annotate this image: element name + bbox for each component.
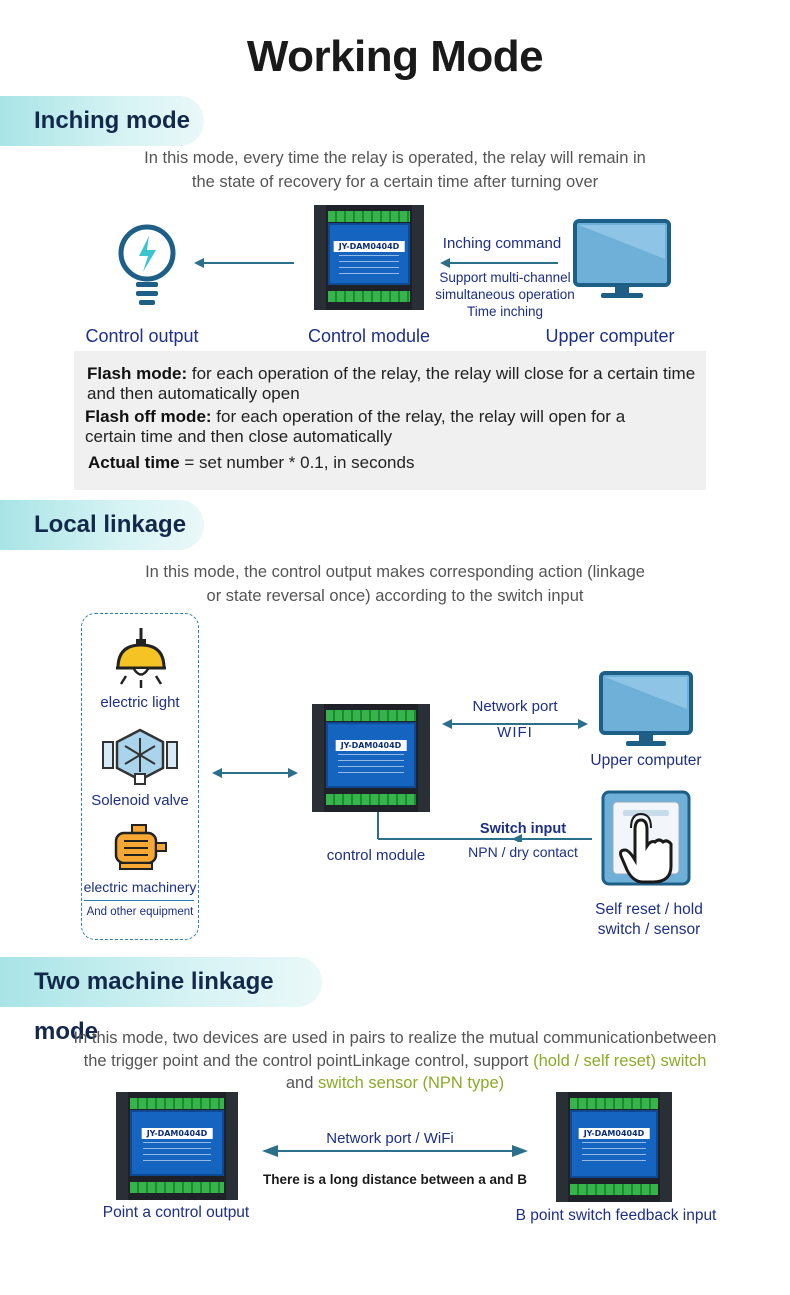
flash-off-text: for each operation of the relay, the rel… xyxy=(211,407,626,426)
control-module-label: control module xyxy=(326,847,426,864)
relay-module-image: JY-DAM0404D xyxy=(312,704,430,812)
flash-off-title: Flash off mode: xyxy=(85,407,212,426)
point-b-label: B point switch feedback input xyxy=(515,1207,717,1224)
local-linkage-heading: Local linkage xyxy=(0,500,204,550)
relay-module-a-image: JY-DAM0404D xyxy=(116,1092,238,1200)
module-model-tag: JY-DAM0404D xyxy=(141,1128,213,1139)
two-machine-description: In this mode, two devices are used in pa… xyxy=(73,1029,717,1092)
wifi-label: WIFI xyxy=(497,724,533,741)
electric-motor-icon xyxy=(114,824,167,870)
upper-computer-label: Upper computer xyxy=(590,752,702,769)
network-arrow xyxy=(442,719,588,729)
bidirectional-arrow xyxy=(212,768,298,778)
support-text: Support multi-channel simultaneous opera… xyxy=(435,270,575,319)
relay-module-image: JY-DAM0404D xyxy=(314,205,424,310)
network-wifi-label: Network port / WiFi xyxy=(326,1130,454,1147)
flash-mode-text2: and then automatically open xyxy=(87,384,300,403)
ceiling-lamp-icon xyxy=(116,628,166,688)
devices-group xyxy=(81,613,199,940)
device-solenoid-valve: Solenoid valve xyxy=(91,792,189,809)
lightbulb-icon xyxy=(118,224,176,305)
inching-info-box: Flash mode: for each operation of the re… xyxy=(74,351,706,490)
control-module-label: Control module xyxy=(307,326,431,346)
page-title: Working Mode xyxy=(246,32,544,81)
output-arrow xyxy=(194,258,294,268)
switch-input-label: Switch input xyxy=(479,821,567,837)
point-a-label: Point a control output xyxy=(102,1204,250,1221)
actual-time-title: Actual time xyxy=(88,453,180,472)
upper-computer-label: Upper computer xyxy=(545,326,675,346)
distance-note: There is a long distance between a and B xyxy=(262,1172,528,1187)
switch-input-arrow xyxy=(377,812,592,842)
device-electric-light: electric light xyxy=(100,694,180,711)
control-output-label: Control output xyxy=(85,326,199,346)
relay-module-b-image: JY-DAM0404D xyxy=(556,1092,672,1202)
command-arrow xyxy=(440,258,558,268)
inching-description: In this mode, every time the relay is op… xyxy=(144,149,646,191)
touch-switch-icon xyxy=(601,790,691,886)
flash-off-text2: certain time and then close automaticall… xyxy=(85,427,393,446)
monitor-icon xyxy=(599,671,693,746)
local-description: In this mode, the control output makes c… xyxy=(145,563,645,605)
switch-sensor-label: Self reset / hold switch / sensor xyxy=(595,901,703,938)
flash-mode-title: Flash mode: xyxy=(87,364,188,383)
monitor-icon xyxy=(573,219,671,298)
inching-command-label: Inching command xyxy=(442,235,562,252)
device-other-equipment: And other equipment xyxy=(86,906,194,918)
network-wifi-arrow xyxy=(262,1145,528,1157)
solenoid-valve-icon xyxy=(102,728,178,785)
npn-dry-contact-label: NPN / dry contact xyxy=(468,844,578,860)
device-divider xyxy=(84,900,194,901)
device-electric-machinery: electric machinery xyxy=(83,879,197,895)
module-model-tag: JY-DAM0404D xyxy=(578,1128,650,1139)
module-model-tag: JY-DAM0404D xyxy=(335,740,407,751)
flash-mode-text: for each operation of the relay, the rel… xyxy=(187,364,696,383)
actual-time-text: = set number * 0.1, in seconds xyxy=(179,453,415,472)
module-model-tag: JY-DAM0404D xyxy=(333,241,405,252)
inching-mode-heading: Inching mode xyxy=(0,96,204,146)
network-port-label: Network port xyxy=(472,698,558,715)
two-machine-heading: Two machine linkage mode xyxy=(0,957,322,1045)
